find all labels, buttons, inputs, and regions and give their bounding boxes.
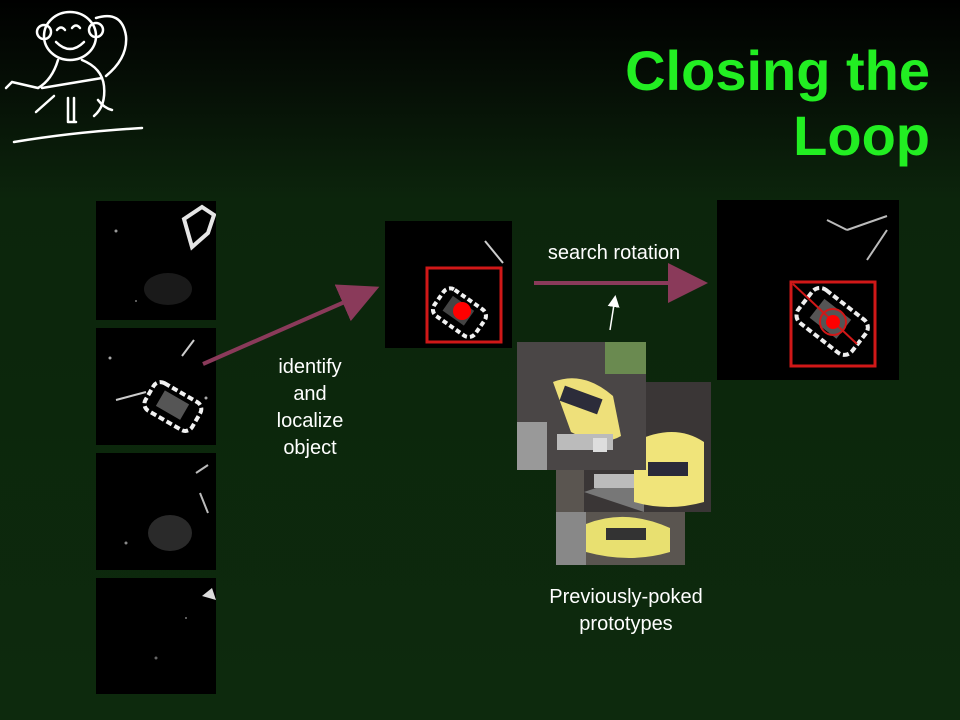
motion-image-2 bbox=[96, 328, 216, 445]
search-rotation-label: search rotation bbox=[547, 242, 681, 264]
motion-image-3 bbox=[96, 453, 216, 570]
bounding-box bbox=[789, 280, 877, 368]
motion-image-4 bbox=[96, 578, 216, 694]
motion-image-1 bbox=[96, 201, 216, 320]
slide-title: Closing the Loop bbox=[625, 39, 930, 167]
identify-arrow bbox=[202, 284, 380, 366]
prototypes-label: Previously-poked prototypes bbox=[549, 586, 703, 635]
localization-dot bbox=[453, 302, 471, 320]
rotated-match-image bbox=[717, 200, 899, 380]
prototype-photo-1 bbox=[517, 342, 646, 470]
bounding-box bbox=[425, 266, 503, 344]
localized-object-image bbox=[385, 221, 512, 348]
prototype-pointer-arrow bbox=[607, 295, 620, 331]
localization-dot bbox=[826, 315, 840, 329]
monkey-logo-icon bbox=[4, 10, 144, 144]
identify-label: identify and localize object bbox=[276, 356, 344, 459]
